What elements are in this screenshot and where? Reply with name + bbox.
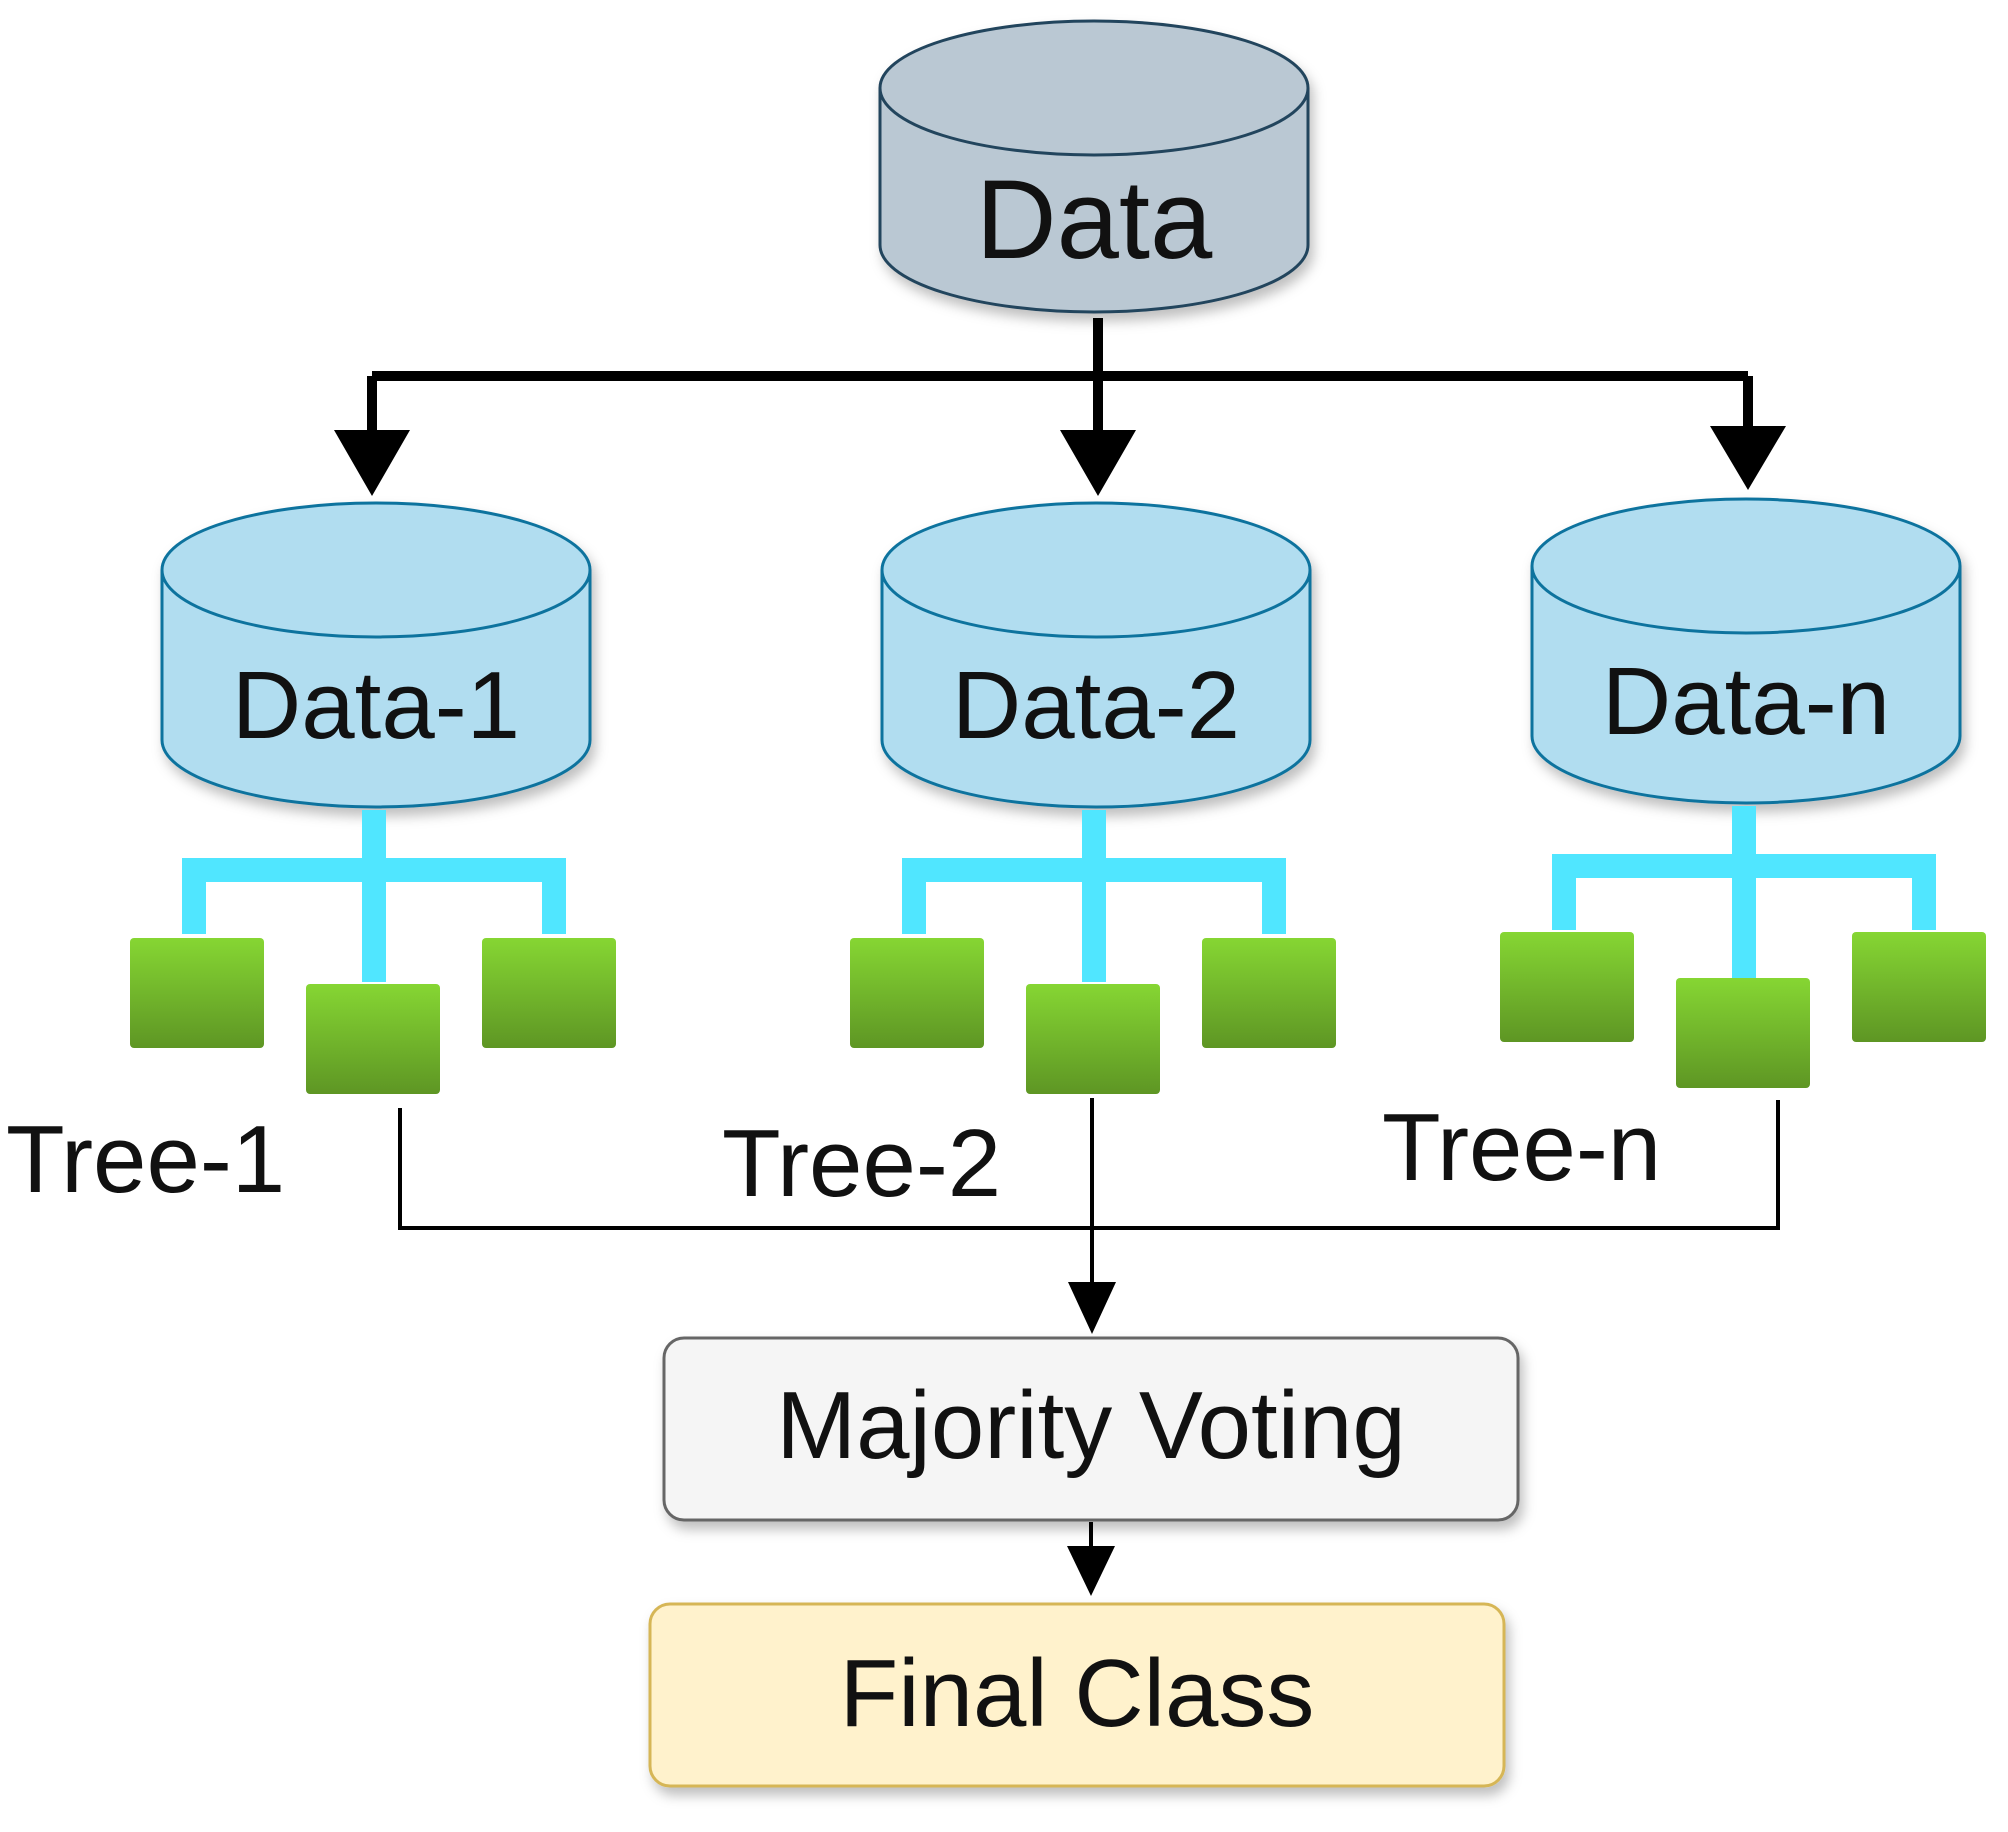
tree-n-connector	[1092, 1100, 1780, 1230]
voting-arrow-head	[1068, 1282, 1116, 1334]
data-n-label: Data-n	[1602, 648, 1890, 755]
tree-n-leaf-middle	[1676, 978, 1810, 1088]
arrow-to-data-2-head	[1060, 430, 1136, 496]
tree-2-leaf-right	[1202, 938, 1336, 1048]
final-class-box	[648, 1602, 1506, 1788]
data-1-cylinder	[160, 501, 592, 809]
tree-1-label: Tree-1	[6, 1106, 285, 1213]
data-2-cylinder-top	[880, 501, 1312, 639]
tree-n-icon	[1500, 806, 1986, 1088]
data-cylinder-top	[878, 19, 1310, 157]
tree-1-branches	[182, 810, 566, 982]
distribution-arrows	[334, 318, 1786, 496]
data-2-label: Data-2	[952, 652, 1240, 759]
tree-1-connector	[398, 1108, 1092, 1230]
subset-2: Data-2 Tree-2	[722, 501, 1336, 1217]
data-cylinder	[878, 19, 1310, 314]
tree-2-leaf-middle	[1026, 984, 1160, 1094]
tree-2-icon	[850, 810, 1336, 1094]
final-arrow-head	[1067, 1546, 1115, 1596]
tree-n-leaf-right	[1852, 932, 1986, 1042]
tree-2-branches	[902, 810, 1286, 982]
tree-1-leaf-right	[482, 938, 616, 1048]
tree-2-label: Tree-2	[722, 1110, 1001, 1217]
tree-n-label: Tree-n	[1382, 1094, 1661, 1201]
majority-voting-label: Majority Voting	[776, 1372, 1406, 1479]
arrow-to-data-1-head	[334, 430, 410, 496]
tree-1-icon	[130, 810, 616, 1094]
tree-1-leaf-left	[130, 938, 264, 1048]
arrow-to-data-n-head	[1710, 426, 1786, 490]
aggregation-connectors	[398, 1098, 1780, 1334]
data-n-cylinder-top	[1530, 497, 1962, 635]
majority-voting-box	[662, 1336, 1520, 1522]
subset-1: Data-1 Tree-1	[6, 501, 616, 1213]
data-1-cylinder-top	[160, 501, 592, 639]
data-label: Data	[976, 157, 1213, 282]
tree-n-leaf-left	[1500, 932, 1634, 1042]
subset-n: Data-n Tree-n	[1382, 497, 1986, 1201]
data-1-label: Data-1	[232, 652, 520, 759]
tree-2-leaf-left	[850, 938, 984, 1048]
tree-n-branches	[1552, 806, 1936, 978]
final-class-label: Final Class	[840, 1640, 1315, 1747]
data-n-cylinder	[1530, 497, 1962, 805]
tree-1-leaf-middle	[306, 984, 440, 1094]
data-2-cylinder	[880, 501, 1312, 809]
